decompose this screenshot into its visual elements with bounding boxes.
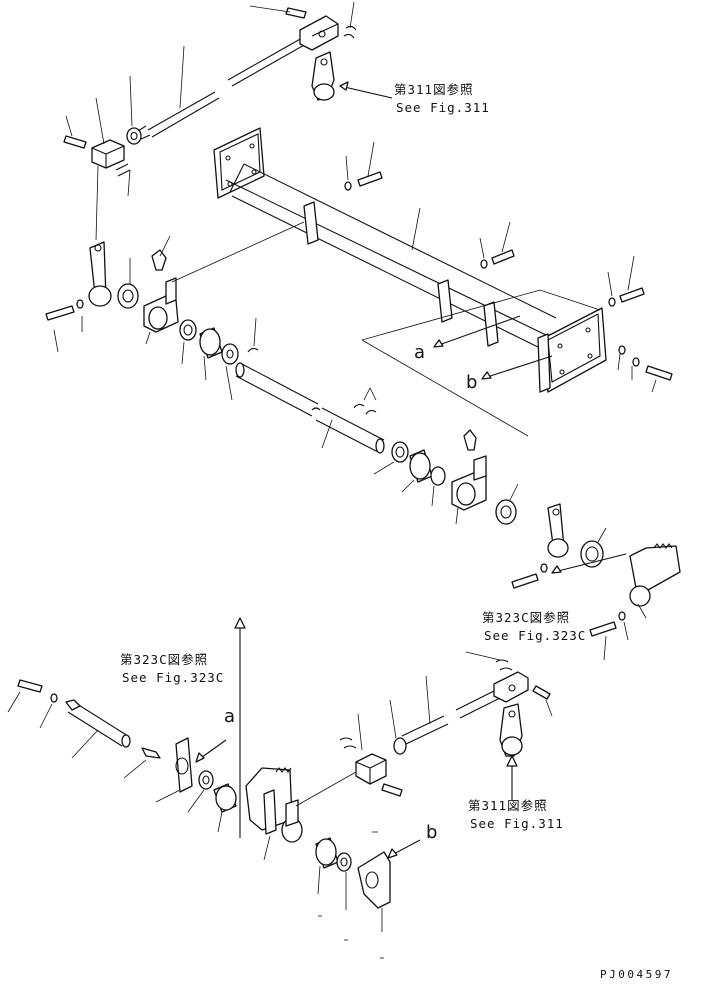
bushing-left-outer bbox=[117, 258, 139, 309]
bushing-lower-left bbox=[213, 783, 237, 833]
break-mark-top bbox=[343, 1, 357, 39]
left-link-arm bbox=[88, 241, 112, 307]
arrowhead-a-lower bbox=[195, 752, 205, 763]
top-linkage-rod bbox=[137, 37, 307, 140]
ref-323c-left-en: See Fig.323C bbox=[122, 670, 224, 685]
ref-323c-right-en: See Fig.323C bbox=[484, 628, 586, 643]
pin-lower-left bbox=[65, 699, 131, 759]
seal-right bbox=[373, 441, 409, 475]
ref-arrow-top-311 bbox=[339, 85, 393, 99]
bushing-left bbox=[199, 327, 223, 381]
bushing-right-outer bbox=[495, 483, 519, 525]
bolt-beam-top bbox=[344, 141, 383, 191]
connector-outline-1 bbox=[361, 289, 601, 341]
plate-bracket-lower-b bbox=[357, 851, 391, 932]
arrow-a-upper bbox=[435, 315, 521, 347]
assembly-line-upper-left bbox=[95, 165, 99, 241]
arrowhead-b-lower bbox=[387, 848, 398, 859]
lever-arm-top bbox=[311, 51, 335, 101]
beam-bracket-1 bbox=[303, 201, 319, 245]
mounting-plate-right bbox=[537, 307, 607, 393]
arrow-b-upper bbox=[483, 355, 553, 379]
label-a-upper: a bbox=[414, 342, 425, 363]
block-upper-left bbox=[91, 97, 125, 169]
pin-bolt-top bbox=[249, 5, 307, 19]
bushing-right bbox=[401, 449, 433, 493]
ref-311-top-jp: 第311図参照 bbox=[394, 82, 474, 97]
assembly-line-lower bbox=[295, 771, 357, 807]
lower-linkage-rod bbox=[389, 675, 501, 745]
ref-311-bottom-jp: 第311図参照 bbox=[468, 798, 548, 813]
bolt-plate-right bbox=[617, 345, 673, 393]
ref-arrow-311-lower bbox=[506, 755, 518, 800]
ref-arrow-323c-right bbox=[553, 553, 627, 573]
bolt-lower-left bbox=[7, 679, 58, 729]
label-b-lower: b bbox=[426, 822, 437, 843]
nut-upper-left bbox=[126, 75, 142, 145]
beam-bracket-2 bbox=[437, 279, 453, 323]
beam-bracket-3 bbox=[483, 301, 499, 347]
label-b-upper: b bbox=[466, 372, 477, 393]
key-left bbox=[247, 317, 259, 353]
grease-fitting-right bbox=[463, 429, 477, 451]
block-lower bbox=[339, 713, 387, 785]
pin-bolt-lower bbox=[532, 685, 553, 717]
arrowhead-b-upper bbox=[481, 371, 492, 380]
bearing-block-right bbox=[451, 455, 487, 525]
key-pair-center bbox=[353, 387, 377, 415]
pin-upper-left bbox=[115, 163, 131, 197]
bolt-left-link bbox=[45, 299, 84, 353]
mounting-plate-left bbox=[213, 127, 265, 199]
bolt-sector-right bbox=[589, 611, 629, 661]
grease-fitting-lower bbox=[123, 747, 161, 779]
bushing-right-mid bbox=[580, 527, 607, 568]
plate-bracket-lower-a bbox=[155, 737, 193, 803]
assembly-line-shaft-left bbox=[171, 221, 305, 283]
grease-fitting-left bbox=[151, 235, 171, 271]
ref-arrow-323c-left bbox=[234, 617, 246, 838]
bolt-upper-left bbox=[63, 115, 87, 149]
sector-lever-lower bbox=[245, 767, 303, 861]
ref-311-top-en: See Fig.311 bbox=[396, 100, 490, 115]
ref-323c-left-jp: 第323C図参照 bbox=[120, 652, 208, 667]
bushing-lower-right bbox=[315, 837, 339, 895]
rod-end-clevis-lower bbox=[465, 651, 529, 703]
nut-lower bbox=[393, 737, 407, 755]
bolt-block-lower bbox=[381, 783, 403, 797]
bearing-block-left bbox=[143, 277, 179, 345]
ref-arrowhead-top-311 bbox=[339, 81, 349, 91]
bolt-right-mid bbox=[511, 563, 548, 589]
drawing-code: PJ004597 bbox=[600, 968, 673, 981]
link-arm-right-mid bbox=[547, 503, 569, 558]
rod-end-clevis-top bbox=[299, 15, 339, 51]
ref-323c-right-jp: 第323C図参照 bbox=[482, 610, 570, 625]
washer-left bbox=[221, 343, 239, 401]
label-a-lower: a bbox=[224, 706, 235, 727]
sector-lever-right bbox=[629, 543, 681, 619]
ref-arrowhead-323c-right bbox=[551, 565, 562, 574]
lever-arm-lower bbox=[499, 703, 523, 757]
main-shaft bbox=[235, 362, 385, 454]
arrowhead-a-upper bbox=[433, 339, 444, 348]
bolt-beam-right bbox=[607, 255, 645, 307]
seal-left bbox=[179, 319, 197, 365]
ref-311-bottom-en: See Fig.311 bbox=[470, 816, 564, 831]
washer-right bbox=[430, 466, 446, 507]
bolt-beam-mid bbox=[479, 221, 515, 269]
connector-outline-2 bbox=[361, 339, 529, 437]
seal-lower-right bbox=[336, 852, 352, 910]
seal-lower-left bbox=[187, 770, 214, 813]
